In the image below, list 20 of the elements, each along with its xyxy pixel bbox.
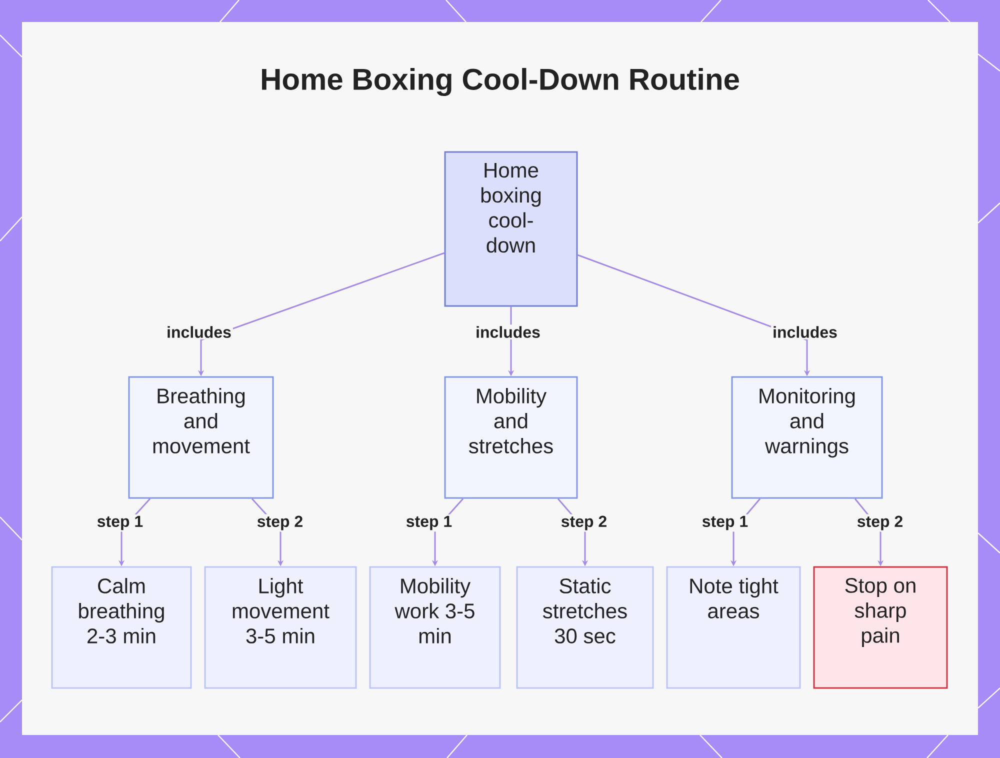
category-box: Monitoring and warnings xyxy=(731,376,883,499)
category-box: Breathing and movement xyxy=(128,376,274,499)
edge-label: includes xyxy=(771,324,839,340)
root-box: Home boxing cool-down xyxy=(444,151,578,307)
edge-label: step 1 xyxy=(95,514,145,532)
title: Home Boxing Cool-Down Routine xyxy=(262,68,739,96)
warning-box: Stop on sharp pain xyxy=(813,566,948,689)
edge-label: includes xyxy=(165,324,233,340)
step-box: Light movement 3-5 min xyxy=(204,566,357,689)
step-box: Static stretches 30 sec xyxy=(516,566,654,689)
step-box: Calm breathing 2-3 min xyxy=(51,566,192,689)
step-box: Note tight areas xyxy=(666,566,801,689)
edge-label: includes xyxy=(474,324,542,340)
edge-label: step 1 xyxy=(404,514,454,532)
edge-label: step 2 xyxy=(855,514,905,532)
edge-label: step 2 xyxy=(255,514,305,532)
category-box: Mobility and stretches xyxy=(444,376,578,499)
step-box: Mobility work 3-5 min xyxy=(369,566,501,689)
edge-label: step 1 xyxy=(700,514,750,532)
edge-label: step 2 xyxy=(559,514,609,532)
